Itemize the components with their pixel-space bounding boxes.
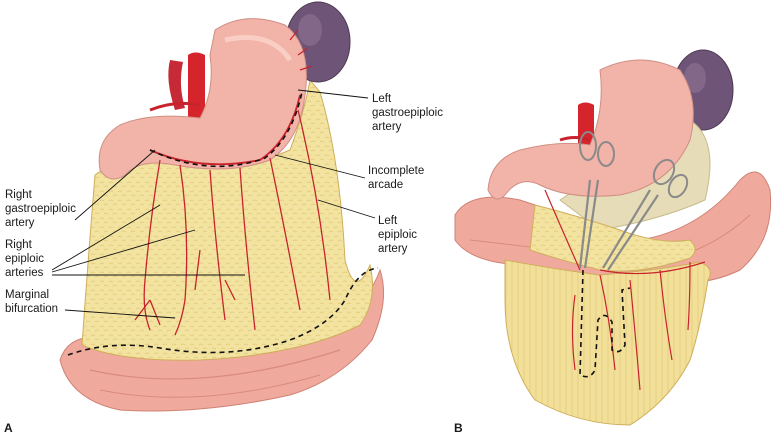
stomach-b bbox=[487, 59, 694, 200]
resection-line-a bbox=[67, 267, 379, 356]
epiploic-arteries-b bbox=[544, 189, 706, 391]
label-left-gastroepiploic-artery: Left gastroepiploic artery bbox=[372, 93, 443, 133]
greater-omentum-b bbox=[504, 259, 711, 426]
epiploic-arteries-a bbox=[134, 109, 331, 336]
aorta-a bbox=[188, 52, 205, 133]
stomach-a bbox=[98, 18, 307, 180]
hemostat-clamp-right bbox=[602, 158, 689, 271]
label-right-epiploic-arteries: Right epiploic arteries bbox=[5, 239, 44, 279]
panel-label-a: A bbox=[4, 421, 13, 435]
panel-a-figure bbox=[59, 1, 385, 412]
label-marginal-bifurcation: Marginal bifurcation bbox=[5, 289, 59, 315]
label-right-gastroepiploic-artery: Right gastroepiploic artery bbox=[5, 189, 76, 229]
incomplete-arcade-line bbox=[149, 91, 303, 168]
label-incomplete-arcade: Incomplete arcade bbox=[368, 165, 425, 191]
panel-label-b: B bbox=[454, 421, 463, 435]
label-left-epiploic-artery: Left epiploic artery bbox=[378, 215, 417, 255]
resection-line-b bbox=[579, 269, 631, 378]
hemostat-clamp-left bbox=[578, 131, 615, 269]
leader-lines-a bbox=[51, 89, 376, 319]
panel-b-figure bbox=[454, 49, 772, 426]
